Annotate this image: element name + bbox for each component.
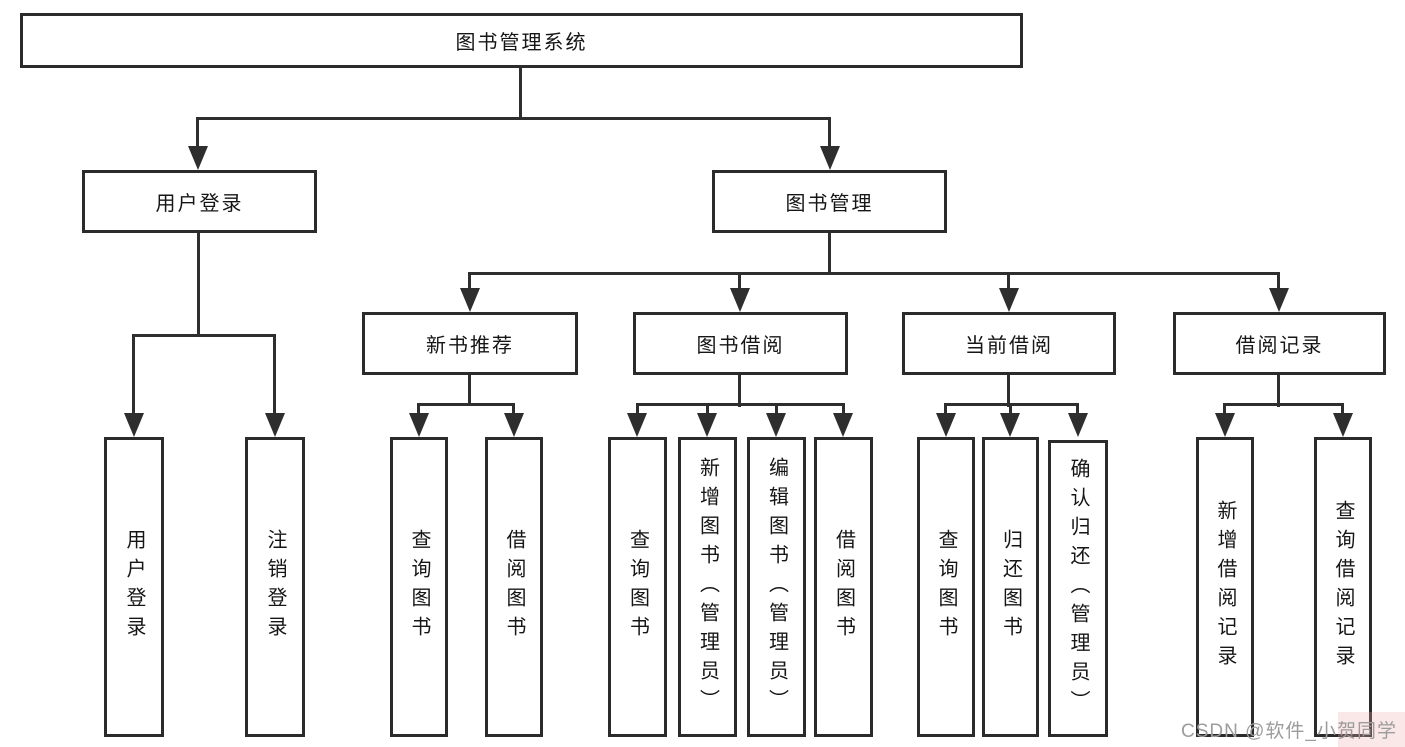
connector-line xyxy=(1076,403,1079,416)
node-root-label: 图书管理系统 xyxy=(455,32,588,54)
arrow-down-icon xyxy=(936,413,956,437)
arrow-down-icon xyxy=(265,413,285,437)
node-book-borrow: 图书借阅 xyxy=(633,312,848,375)
arrow-down-icon xyxy=(1000,413,1020,437)
node-borrow-records: 借阅记录 xyxy=(1173,312,1386,375)
leaf-label: 用户登录 xyxy=(123,529,145,645)
arrow-down-icon xyxy=(1215,413,1235,437)
connector-line xyxy=(1007,272,1010,292)
leaf-query-borrow-record: 查询借阅记录 xyxy=(1314,437,1372,737)
node-label: 新书推荐 xyxy=(426,335,514,357)
connector-line xyxy=(1007,375,1010,407)
leaf-label: 编辑图书（管理员） xyxy=(765,456,788,718)
connector-line xyxy=(842,403,845,416)
arrow-down-icon xyxy=(766,413,786,437)
node-user-login: 用户登录 xyxy=(82,170,317,233)
leaf-edit-books-admin: 编辑图书（管理员） xyxy=(747,437,806,737)
leaf-label: 归还图书 xyxy=(999,529,1022,645)
connector-line xyxy=(1277,375,1280,407)
arrow-down-icon xyxy=(833,413,853,437)
node-book-management: 图书管理 xyxy=(712,170,947,233)
leaf-add-books-admin: 新增图书（管理员） xyxy=(678,437,737,737)
connector-line xyxy=(197,233,200,337)
leaf-label: 新增图书（管理员） xyxy=(696,456,719,718)
connector-line xyxy=(828,233,831,275)
node-label: 用户登录 xyxy=(155,193,244,215)
node-current-borrow: 当前借阅 xyxy=(902,312,1116,375)
leaf-user-login: 用户登录 xyxy=(104,437,164,737)
leaf-return-books: 归还图书 xyxy=(982,437,1039,737)
leaf-borrow-books: 借阅图书 xyxy=(814,437,873,737)
arrow-down-icon xyxy=(409,413,429,437)
leaf-label: 查询图书 xyxy=(626,529,649,645)
arrow-down-icon xyxy=(1333,413,1353,437)
leaf-query-books: 查询图书 xyxy=(917,437,975,737)
connector-line xyxy=(273,334,276,416)
connector-line xyxy=(1009,403,1012,416)
leaf-label: 查询图书 xyxy=(408,529,430,645)
connector-line xyxy=(417,403,515,406)
leaf-confirm-return-admin: 确认归还（管理员） xyxy=(1048,440,1108,737)
leaf-label: 借阅图书 xyxy=(832,529,855,645)
leaf-label: 查询图书 xyxy=(935,529,957,645)
arrow-down-icon xyxy=(124,413,144,437)
connector-line xyxy=(1223,403,1344,406)
node-label: 当前借阅 xyxy=(965,335,1053,357)
arrow-down-icon xyxy=(1068,413,1088,437)
arrow-down-icon xyxy=(697,413,717,437)
leaf-query-books: 查询图书 xyxy=(608,437,667,737)
arrow-down-icon xyxy=(730,288,750,312)
node-label: 借阅记录 xyxy=(1235,335,1324,357)
connector-line xyxy=(1223,403,1226,416)
connector-line xyxy=(1277,272,1280,292)
arrow-down-icon xyxy=(820,146,840,170)
node-new-book-recommend: 新书推荐 xyxy=(362,312,578,375)
leaf-label: 新增借阅记录 xyxy=(1214,500,1236,674)
connector-line xyxy=(636,403,845,406)
arrow-down-icon xyxy=(460,288,480,312)
connector-line xyxy=(519,68,522,120)
watermark-highlight xyxy=(1338,712,1405,747)
connector-line xyxy=(738,375,741,407)
connector-line xyxy=(738,272,741,292)
arrow-down-icon xyxy=(504,413,524,437)
node-root: 图书管理系统 xyxy=(20,13,1023,68)
connector-line xyxy=(512,403,515,416)
connector-line xyxy=(828,117,831,149)
leaf-label: 查询借阅记录 xyxy=(1332,500,1354,674)
leaf-query-books: 查询图书 xyxy=(390,437,448,737)
arrow-down-icon xyxy=(999,288,1019,312)
leaf-add-borrow-record: 新增借阅记录 xyxy=(1196,437,1254,737)
csdn-watermark: CSDN @软件_小贺同学 xyxy=(1181,721,1397,742)
connector-line xyxy=(944,403,947,416)
connector-line xyxy=(132,334,276,337)
node-label: 图书管理 xyxy=(785,193,874,215)
connector-line xyxy=(1341,403,1344,416)
node-label: 图书借阅 xyxy=(696,335,785,357)
connector-line xyxy=(468,272,1280,275)
connector-line xyxy=(468,375,471,406)
leaf-logout: 注销登录 xyxy=(245,437,305,737)
leaf-label: 注销登录 xyxy=(264,529,286,645)
connector-line xyxy=(775,403,778,416)
arrow-down-icon xyxy=(188,146,208,170)
arrow-down-icon xyxy=(1269,288,1289,312)
leaf-label: 借阅图书 xyxy=(503,529,525,645)
connector-line xyxy=(132,334,135,416)
leaf-label: 确认归还（管理员） xyxy=(1067,458,1089,719)
connector-line xyxy=(468,272,471,292)
connector-line xyxy=(197,117,831,120)
connector-line xyxy=(706,403,709,416)
connector-line xyxy=(636,403,639,416)
connector-line xyxy=(417,403,420,416)
connector-line xyxy=(196,117,199,149)
leaf-borrow-books: 借阅图书 xyxy=(485,437,543,737)
arrow-down-icon xyxy=(627,413,647,437)
